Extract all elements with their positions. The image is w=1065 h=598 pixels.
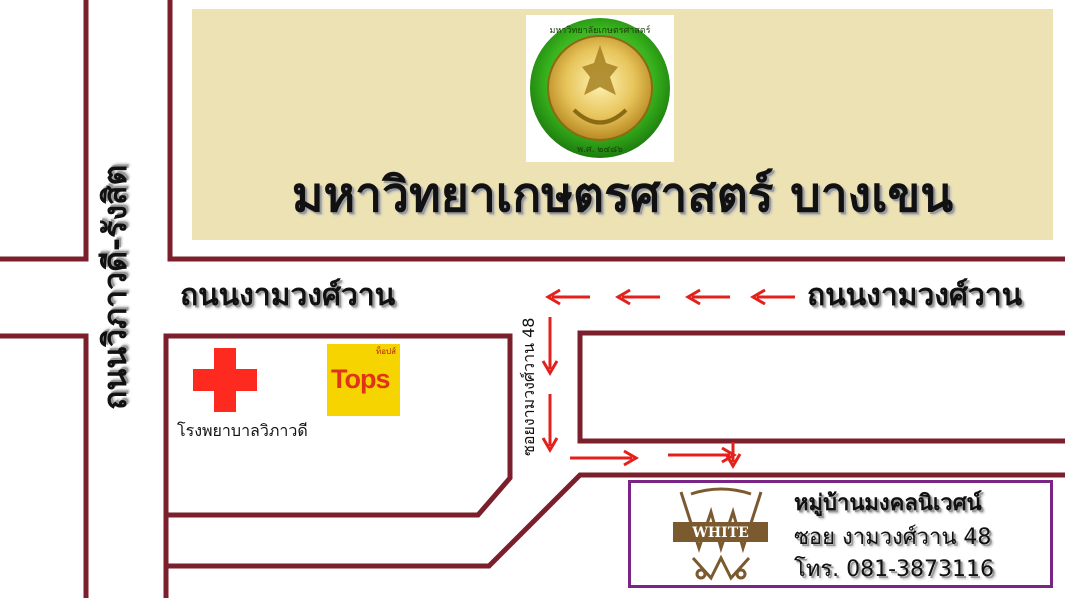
road-edge-left-upper (0, 0, 89, 262)
route-arrows (541, 288, 795, 469)
route-arrow-left (685, 288, 730, 306)
road-edge-left-lower (0, 333, 89, 598)
red-cross-icon (193, 348, 257, 412)
route-arrow-down (541, 394, 559, 453)
road-label-ngamwongwan-left: ถนนงามวงศ์วาน (180, 278, 396, 313)
route-arrow-left (545, 288, 590, 306)
route-arrow-left (615, 288, 660, 306)
route-arrow-down (724, 442, 742, 469)
road-edge-hospital-block (163, 333, 513, 598)
hospital-label: โรงพยาบาลวิภาวดี (177, 421, 308, 440)
destination-name: หมู่บ้านมงคลนิเวศน์ (794, 491, 982, 516)
destination-address: ซอย งามวงศ์วาน 48 (794, 525, 992, 550)
road-label-ngamwongwan-right: ถนนงามวงศ์วาน (807, 278, 1023, 313)
seal-year: พ.ศ. ๒๔๘๖ (577, 145, 623, 155)
university-seal: มหาวิทยาลัยเกษตรศาสตร์ พ.ศ. ๒๔๘๖ (526, 15, 674, 162)
kasetsart-university-seal-icon: มหาวิทยาลัยเกษตรศาสตร์ พ.ศ. ๒๔๘๖ (530, 18, 670, 158)
university-name: มหาวิทยาเกษตรศาสตร์ บางเขน (291, 167, 954, 223)
tops-small-text: ท็อปส์ (375, 347, 396, 356)
destination-phone: โทร. 081-3873116 (794, 557, 995, 582)
route-arrow-left (750, 288, 795, 306)
route-arrow-right (668, 446, 737, 464)
tops-text: Tops (331, 364, 390, 394)
white-village-logo-icon: WHITE (671, 486, 770, 582)
tops-logo-icon: ท็อปส์ Tops (327, 344, 400, 416)
route-arrow-down (541, 317, 559, 376)
road-edge-right-block (577, 330, 1065, 444)
seal-text: มหาวิทยาลัยเกษตรศาสตร์ (549, 24, 650, 36)
road-edge-lower-diagonal (166, 472, 1065, 569)
route-arrow-right (570, 449, 639, 467)
white-logo-text: WHITE (691, 525, 749, 541)
road-label-soi-48: ซอยงามวงศ์วาน 48 (519, 317, 538, 457)
road-edge-university (167, 0, 1065, 262)
road-label-vibhavadi: ถนนวิภาวดี-รังสิต (96, 164, 134, 410)
